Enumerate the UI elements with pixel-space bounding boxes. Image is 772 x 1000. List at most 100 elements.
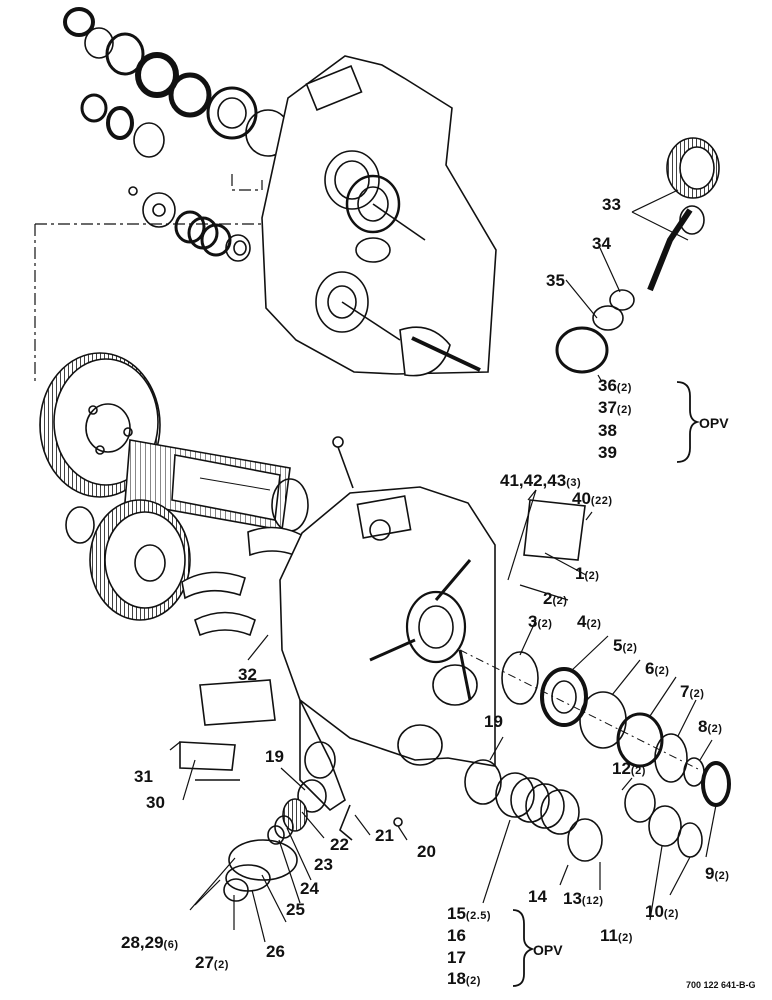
callout-number: 25 <box>286 900 305 919</box>
callout-number: 27 <box>195 953 214 972</box>
callout-19: 19 <box>265 748 284 766</box>
callout-17: 17 <box>447 949 466 967</box>
callout-quantity: (2) <box>537 618 553 630</box>
upper-cover-plate <box>261 55 497 377</box>
callout-13: 13(12) <box>563 890 603 908</box>
callout-quantity: (2) <box>714 870 730 882</box>
lower-left-pinion <box>223 779 327 902</box>
callout-38: 38 <box>598 422 617 440</box>
callout-number: 17 <box>447 948 466 967</box>
callout-quantity: (2) <box>584 570 600 582</box>
callout-quantity: (2) <box>689 688 705 700</box>
callout-quantity: (2) <box>616 382 632 394</box>
callout-number: 2 <box>543 589 553 608</box>
callout-quantity: (3) <box>566 477 582 489</box>
callout-22: 22 <box>330 836 349 854</box>
callout-1: 1(2) <box>575 565 599 583</box>
callout-15: 15(2.5) <box>447 905 491 923</box>
callout-number: 1 <box>575 564 585 583</box>
callout-number: 15 <box>447 904 466 923</box>
callout-5: 5(2) <box>613 637 637 655</box>
callout-18: 18(2) <box>447 970 481 988</box>
callout-number: 20 <box>417 842 436 861</box>
callout-21: 21 <box>375 827 394 845</box>
callout-7: 7(2) <box>680 683 704 701</box>
main-housing <box>279 486 496 767</box>
callout-4: 4(2) <box>577 613 601 631</box>
callout-number: 16 <box>447 926 466 945</box>
callout-8: 8(2) <box>698 718 722 736</box>
callout-number: 18 <box>447 969 466 988</box>
upper-shaft-parts <box>128 186 251 262</box>
callout-number: 14 <box>528 887 547 906</box>
callout-number: 21 <box>375 826 394 845</box>
callout-41-42-43: 41,42,43(3) <box>500 472 581 490</box>
callout-number: 9 <box>705 864 715 883</box>
callout-quantity: (2) <box>213 959 229 971</box>
callout-quantity: (2) <box>630 765 646 777</box>
callout-39: 39 <box>598 444 617 462</box>
opv-label-lower: OPV <box>533 942 563 958</box>
callout-number: 24 <box>300 879 319 898</box>
callout-quantity: (2) <box>465 975 481 987</box>
callout-number: 28,29 <box>121 933 164 952</box>
callout-30: 30 <box>146 794 165 812</box>
callout-quantity: (2) <box>707 723 723 735</box>
callout-number: 7 <box>680 682 690 701</box>
callout-quantity: (2) <box>616 404 632 416</box>
figure-code: 700 122 641-B-G <box>686 980 756 990</box>
callout-37: 37(2) <box>598 399 632 417</box>
callout-number: 38 <box>598 421 617 440</box>
callout-number: 3 <box>528 612 538 631</box>
main-splined-shaft <box>124 439 309 532</box>
callout-26: 26 <box>266 943 285 961</box>
drain-plugs <box>332 436 403 841</box>
callout-number: 4 <box>577 612 587 631</box>
callout-number: 40 <box>572 489 591 508</box>
right-stack <box>459 649 731 858</box>
callout-27: 27(2) <box>195 954 229 972</box>
callout-number: 31 <box>134 767 153 786</box>
callout-quantity: (6) <box>163 939 179 951</box>
callout-number: 34 <box>592 234 611 253</box>
leader-lines <box>169 189 717 943</box>
callout-14: 14 <box>528 888 547 906</box>
callout-35: 35 <box>546 272 565 290</box>
callout-24: 24 <box>300 880 319 898</box>
callout-quantity: (2) <box>617 932 633 944</box>
callout-25: 25 <box>286 901 305 919</box>
callout-36: 36(2) <box>598 377 632 395</box>
upper-seal-stack <box>63 7 291 158</box>
callout-quantity: (22) <box>590 495 613 507</box>
callout-19: 19 <box>484 713 503 731</box>
callout-number: 12 <box>612 759 631 778</box>
callout-number: 10 <box>645 902 664 921</box>
callout-31: 31 <box>134 768 153 786</box>
callout-number: 11 <box>600 926 618 945</box>
callout-9: 9(2) <box>705 865 729 883</box>
callout-33: 33 <box>602 196 621 214</box>
callout-10: 10(2) <box>645 903 679 921</box>
callout-number: 6 <box>645 659 655 678</box>
opv-braces <box>512 381 701 987</box>
callout-quantity: (2) <box>586 618 602 630</box>
bevel-gear-assembly <box>65 499 191 621</box>
callout-quantity: (12) <box>581 895 604 907</box>
callout-number: 36 <box>598 376 617 395</box>
callout-number: 37 <box>598 398 617 417</box>
callout-20: 20 <box>417 843 436 861</box>
callout-34: 34 <box>592 235 611 253</box>
callout-quantity: (2) <box>663 908 679 920</box>
callout-number: 32 <box>238 665 257 684</box>
callout-number: 23 <box>314 855 333 874</box>
bevel-pinion <box>555 137 720 374</box>
callout-6: 6(2) <box>645 660 669 678</box>
callout-number: 22 <box>330 835 349 854</box>
callout-11: 11(2) <box>600 927 633 945</box>
callout-quantity: (2.5) <box>465 910 492 922</box>
callout-23: 23 <box>314 856 333 874</box>
lower-right-gear-stack <box>464 759 603 862</box>
callout-quantity: (2) <box>654 665 670 677</box>
